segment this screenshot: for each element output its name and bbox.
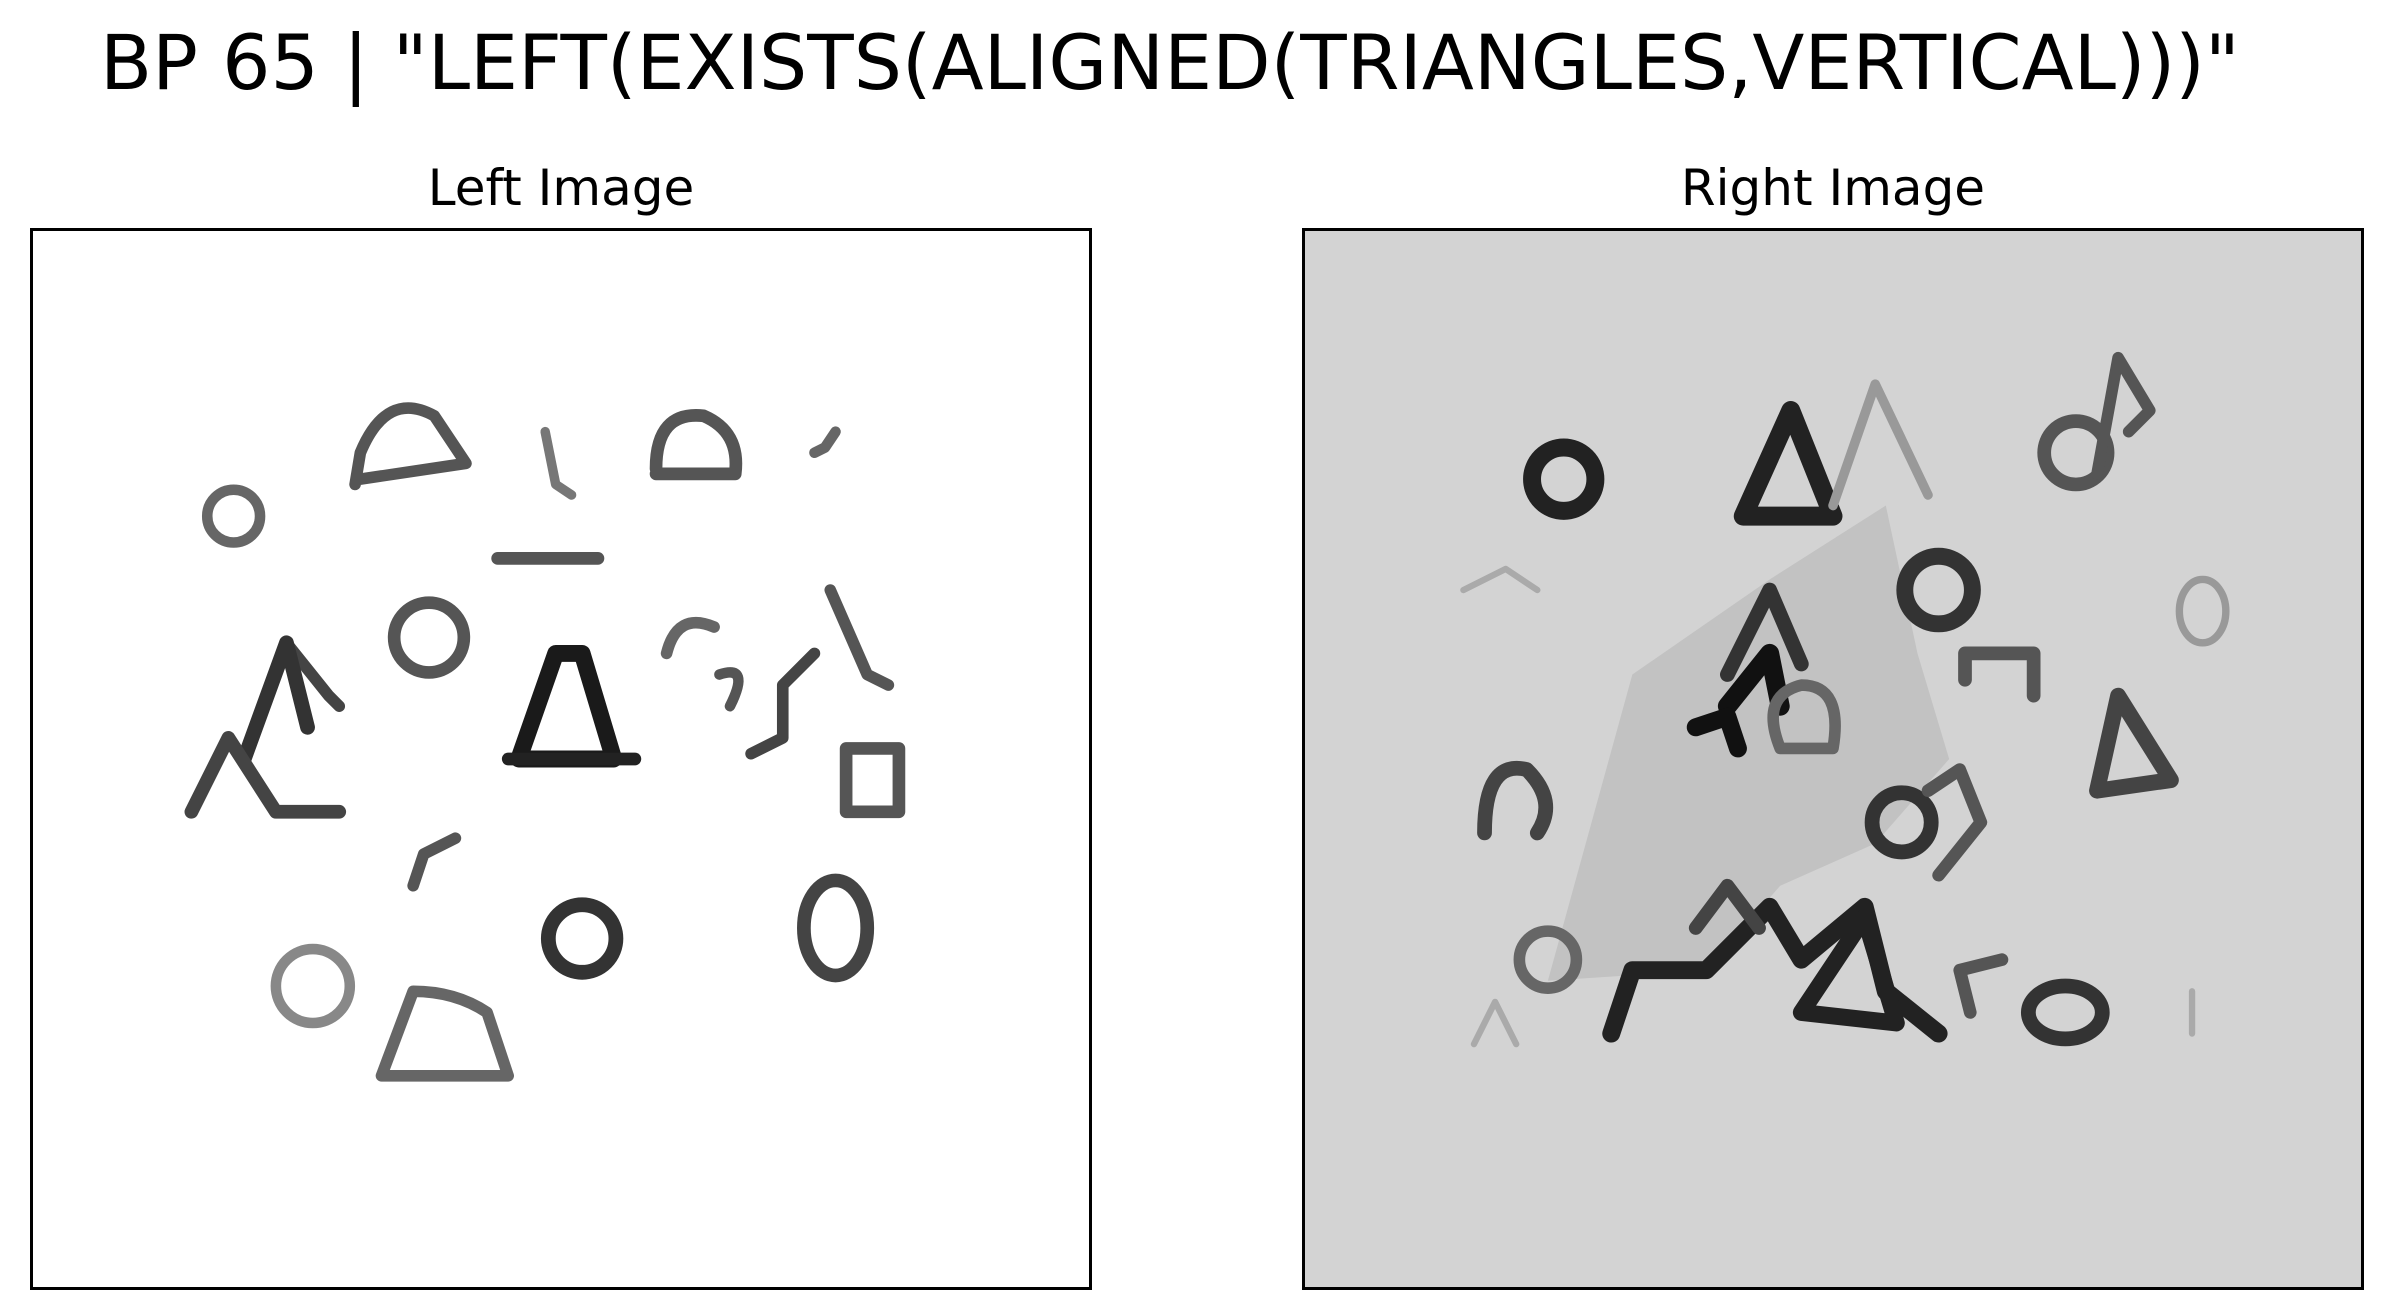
right-fragment-shape (1460, 565, 1541, 594)
right-fragment-shape (1686, 707, 1747, 758)
right-dome-shape (1767, 679, 1841, 755)
right-circle-shape (1513, 925, 1583, 994)
right-fragment-shape (1470, 998, 1520, 1048)
right-dome-shape (1477, 760, 1554, 841)
right-circle-shape (1523, 438, 1605, 520)
left-shapes (184, 402, 906, 1082)
right-triangle-shape (1688, 878, 1766, 935)
left-circle-shape (270, 943, 356, 1029)
left-line-shape (280, 637, 346, 713)
left-image-title: Left Image (427, 159, 695, 217)
left-ellipse-shape (797, 873, 875, 983)
left-triangle-shape (236, 635, 315, 767)
left-square-shape (839, 742, 906, 819)
left-semicircle-shape (349, 402, 472, 491)
left-circle-shape (540, 897, 624, 980)
right-triangle-shape (1717, 643, 1790, 716)
right-triangle-shape (1792, 908, 1905, 1032)
right-shapes (1460, 351, 2230, 1048)
right-ellipse-shape (2020, 978, 2110, 1047)
left-fragment-shape (540, 426, 577, 500)
right-ellipse-shape (2175, 575, 2230, 647)
right-circle-shape (1896, 547, 1981, 633)
right-triangle-shape (1828, 379, 1933, 511)
right-circle-shape (2037, 414, 2115, 492)
right-blob-shape (1547, 505, 1950, 981)
right-triangle-shape (1733, 401, 1843, 526)
right-fragment-shape (2091, 351, 2156, 480)
left-polyline-shape (824, 584, 895, 691)
left-triangle-shape (375, 985, 515, 1082)
left-circle-shape (387, 596, 471, 679)
left-arc-shape (714, 667, 744, 712)
right-fragment-shape (1953, 953, 2009, 1019)
right-circle-shape (1864, 785, 1939, 860)
left-image-canvas (33, 231, 1089, 1287)
right-image-title: Right Image (1680, 159, 1986, 217)
right-image-canvas (1305, 231, 2361, 1287)
left-arc-shape (660, 617, 720, 660)
right-fragment-shape (1921, 763, 1988, 882)
left-fragment-shape (407, 832, 462, 892)
left-circle-shape (201, 484, 266, 548)
left-image-panel (30, 228, 1092, 1290)
figure-title: BP 65 | "LEFT(EXISTS(ALIGNED(TRIANGLES,V… (100, 18, 2240, 107)
right-polyline-shape (1958, 646, 2041, 703)
right-triangle-shape (1720, 582, 1809, 682)
left-polyline-shape (745, 647, 821, 760)
left-dome-shape (649, 409, 743, 481)
left-triangle-shape (184, 731, 347, 819)
left-fragment-shape (809, 426, 841, 459)
right-triangle-shape (2089, 687, 2179, 799)
right-image-panel (1302, 228, 2364, 1290)
